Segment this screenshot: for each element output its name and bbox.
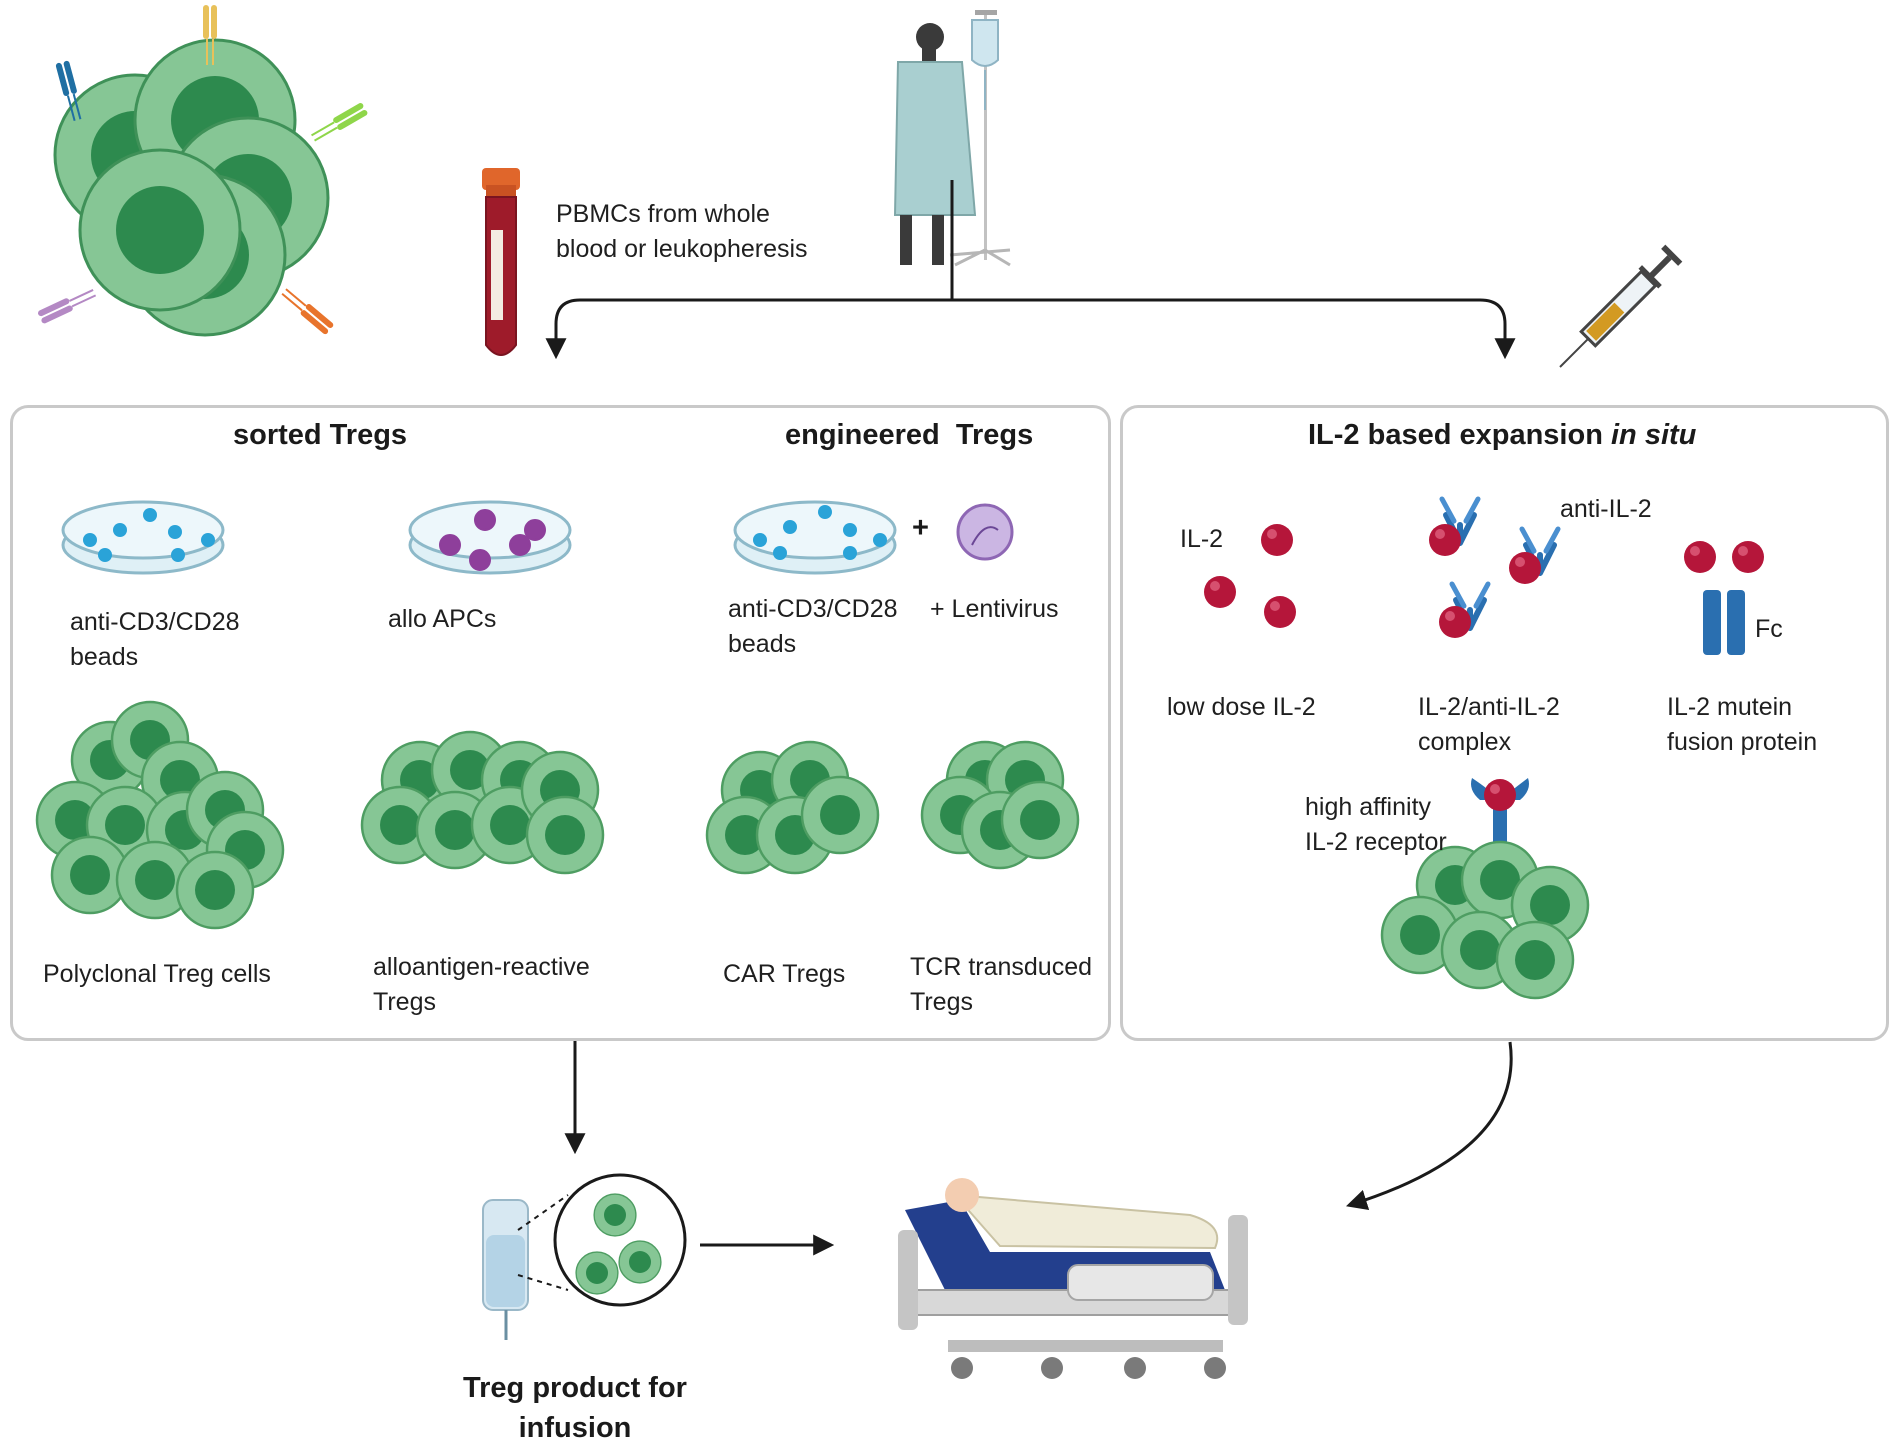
iv-bag-icon: [482, 1173, 687, 1340]
il2-title-italic: in situ: [1610, 419, 1697, 451]
petri-dish-icon: [408, 500, 572, 575]
hospital-bed-icon: [898, 1178, 1248, 1379]
il2-label: IL-2: [1180, 525, 1224, 553]
receptor-label: high affinity IL-2 receptor: [1305, 793, 1447, 856]
receptor-cluster-icon: [1380, 778, 1590, 1000]
treg-product-label: Treg product for infusion: [463, 1372, 687, 1444]
engineered-tregs-title: engineered Tregs: [785, 419, 1034, 451]
tcr-tregs-label: TCR transduced Tregs: [910, 953, 1093, 1016]
plus-sign: +: [912, 512, 929, 544]
beads-label: anti-CD3/CD28 beads: [70, 608, 240, 671]
car-tregs-label: CAR Tregs: [723, 960, 846, 988]
fc-label: Fc: [1755, 615, 1783, 643]
right-panel: [1120, 405, 1889, 1041]
engineered-beads-label: anti-CD3/CD28 beads: [728, 595, 898, 658]
cell-cluster-icon: [36, 4, 370, 337]
il2-title-main: IL-2 based expansion: [1308, 419, 1611, 451]
blood-tube-icon: [482, 168, 520, 356]
patient-iv-icon: [893, 10, 1011, 267]
alloantigen-label: alloantigen-reactive Tregs: [373, 953, 590, 1016]
lentivirus-label: + Lentivirus: [930, 595, 1059, 623]
petri-dish-icon: [733, 500, 897, 575]
pbmc-label: PBMCs from whole blood or leukopheresis: [556, 200, 808, 263]
split-arrow: [545, 180, 1516, 360]
il2-expansion-title: IL-2 based expansion in situ: [1308, 419, 1696, 452]
complex-label: IL-2/anti-IL-2 complex: [1418, 693, 1560, 756]
polyclonal-label: Polyclonal Treg cells: [43, 960, 271, 988]
bottom-arrows: [564, 1040, 1513, 1256]
mutein-label: IL-2 mutein fusion protein: [1667, 693, 1818, 756]
allo-apcs-label: allo APCs: [388, 605, 497, 633]
sorted-tregs-title: sorted Tregs: [233, 419, 408, 451]
anti-il2-label: anti-IL-2: [1560, 495, 1652, 523]
low-dose-label: low dose IL-2: [1167, 693, 1316, 721]
petri-dish-icon: [61, 500, 225, 575]
lentivirus-icon: [956, 503, 1014, 561]
syringe-icon: [1559, 244, 1683, 368]
fusion-protein-icon: [1684, 541, 1764, 655]
left-panel: [10, 405, 1111, 1041]
